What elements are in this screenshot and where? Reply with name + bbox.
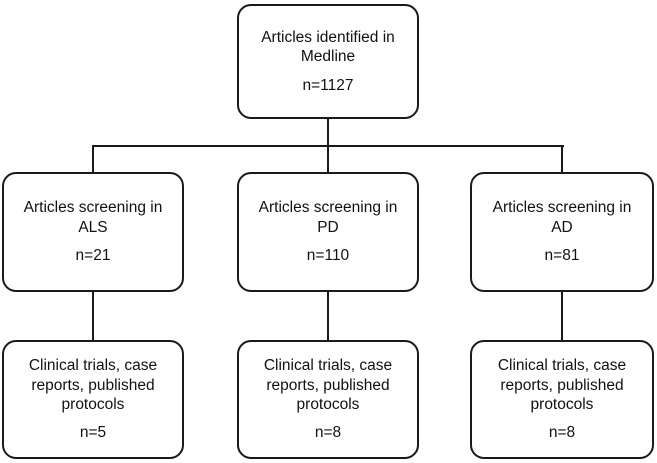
node-count: n=8 bbox=[314, 424, 342, 442]
node-count: n=21 bbox=[75, 247, 111, 265]
connector-drop-als bbox=[92, 145, 94, 173]
node-label: Articles screening in AD bbox=[492, 199, 632, 236]
node-count: n=5 bbox=[79, 424, 107, 442]
node-included-pd: Clinical trials, case reports, published… bbox=[237, 340, 419, 459]
node-included-ad: Clinical trials, case reports, published… bbox=[470, 340, 654, 459]
node-count: n=8 bbox=[548, 424, 576, 442]
node-label: Articles identified in Medline bbox=[261, 28, 395, 66]
node-count: n=1127 bbox=[302, 76, 354, 94]
node-label: Clinical trials, case reports, published… bbox=[497, 357, 627, 413]
connector-drop-ad bbox=[561, 145, 563, 173]
node-label: Articles screening in ALS bbox=[23, 199, 163, 236]
node-screening-als: Articles screening in ALS n=21 bbox=[2, 172, 184, 292]
node-articles-identified-medline: Articles identified in Medline n=1127 bbox=[237, 4, 419, 119]
connector-drop-pd bbox=[327, 145, 329, 173]
connector-pd-to-included bbox=[327, 291, 329, 341]
node-count: n=81 bbox=[544, 247, 580, 265]
node-label: Articles screening in PD bbox=[258, 199, 398, 236]
node-label: Clinical trials, case reports, published… bbox=[263, 357, 393, 413]
connector-top-stem bbox=[327, 118, 329, 147]
node-included-als: Clinical trials, case reports, published… bbox=[2, 340, 184, 459]
node-screening-pd: Articles screening in PD n=110 bbox=[237, 172, 419, 292]
node-screening-ad: Articles screening in AD n=81 bbox=[470, 172, 654, 292]
connector-ad-to-included bbox=[561, 291, 563, 341]
node-label: Clinical trials, case reports, published… bbox=[28, 357, 158, 413]
node-count: n=110 bbox=[306, 247, 350, 265]
connector-als-to-included bbox=[92, 291, 94, 341]
